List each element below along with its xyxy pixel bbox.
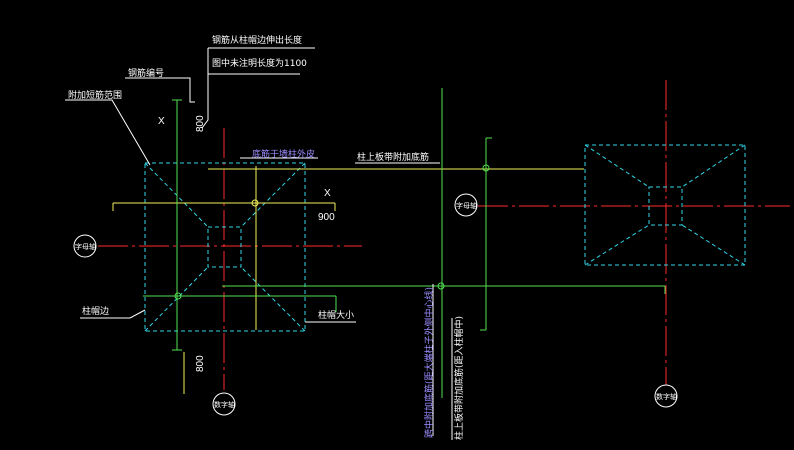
column-cap-left <box>144 162 306 332</box>
default-length-note: 图中未注明长度为1100 <box>212 57 307 69</box>
axis-bubble-bottom-left <box>212 392 236 416</box>
intersection-markers <box>174 164 490 300</box>
marker-mid-green <box>437 282 445 290</box>
dimension-bottom-800: 800 <box>195 355 206 372</box>
extra-rebar-range-label: 附加短筋范围 <box>68 89 122 101</box>
span-middle-bottom-rebar-label: 跨中附加底筋(距大端柱子外侧中心线) <box>423 287 435 438</box>
column-top-extra-bottom-rebar-label: 柱上板带附加底筋 <box>357 151 429 163</box>
axis-label-middle: 字母轴 <box>456 201 477 210</box>
rebar-yellow <box>112 166 584 394</box>
axis-label-bottom-right: 数字轴 <box>656 392 677 401</box>
axis-label-left: 字母轴 <box>75 242 96 251</box>
x-mark-horizontal: X <box>324 188 331 199</box>
rebar-number-label: 钢筋编号 <box>128 67 164 79</box>
axis-bubble-middle <box>454 193 478 217</box>
axis-lines <box>98 80 790 390</box>
axis-bubble-left <box>73 234 97 258</box>
column-cap-size-label: 柱帽大小 <box>318 309 354 321</box>
dimension-top-800: 800 <box>195 115 206 132</box>
dimension-900: 900 <box>318 212 335 223</box>
column-cap-edge-label: 柱帽边 <box>82 305 109 317</box>
marker-top-yellow <box>251 199 259 207</box>
axis-label-bottom-left: 数字轴 <box>214 400 235 409</box>
marker-right-green <box>482 164 490 172</box>
axis-bubbles <box>73 193 678 416</box>
rebar-extend-length-label: 钢筋从柱帽边伸出长度 <box>212 34 302 46</box>
marker-left-green <box>174 292 182 300</box>
column-cap-right <box>584 144 746 266</box>
column-top-bottom-rebar-label: 柱上板带附加底筋(距入柱帽中) <box>453 316 465 440</box>
leader-lines <box>65 47 453 440</box>
axis-bubble-bottom-right <box>654 384 678 408</box>
x-mark-vertical: X <box>158 116 165 127</box>
bottom-rebar-column-outer-label: 底筋于墙柱外皮 <box>252 148 315 160</box>
rebar-green <box>143 88 666 398</box>
